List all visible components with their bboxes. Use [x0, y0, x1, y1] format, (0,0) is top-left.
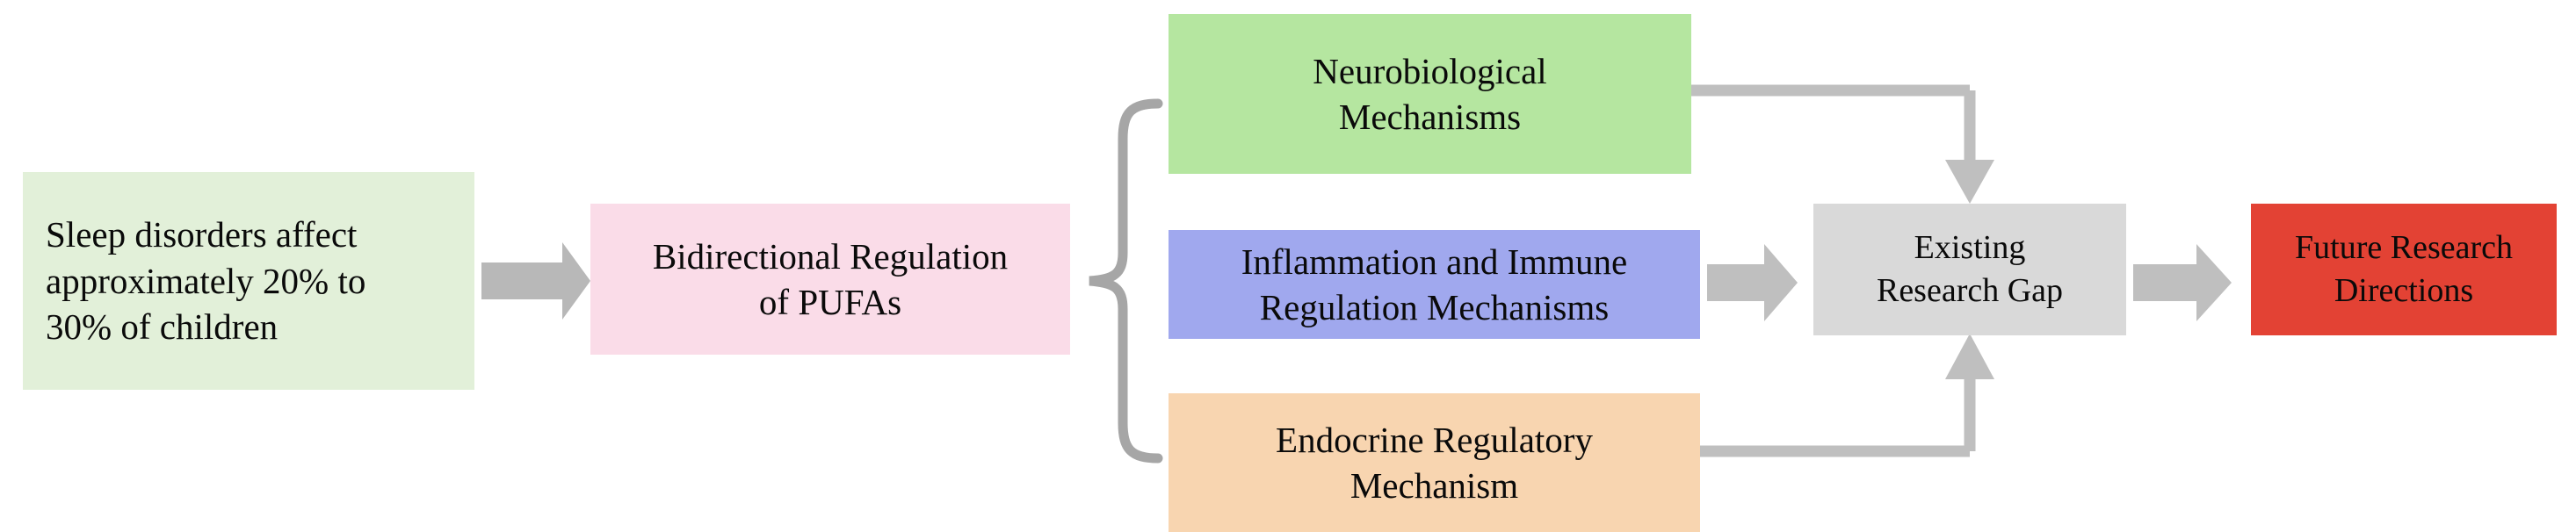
node-line: Directions: [2334, 272, 2474, 309]
node-line: Bidirectional Regulation: [652, 235, 1009, 277]
node-future-research-directions[interactable]: Future Research Directions: [2251, 204, 2557, 335]
node-line: approximately 20% to: [46, 260, 366, 301]
node-line: of PUFAs: [758, 282, 902, 322]
node-endocrine-regulatory-mechanism-label: Endocrine Regulatory Mechanism: [1169, 417, 1700, 509]
node-neurobiological-mechanisms-label: Neurobiological Mechanisms: [1169, 48, 1691, 140]
node-sleep-disorders[interactable]: Sleep disorders affect approximately 20%…: [23, 172, 474, 390]
node-line: Future Research: [2295, 229, 2513, 267]
node-endocrine-regulatory-mechanism[interactable]: Endocrine Regulatory Mechanism: [1169, 393, 1700, 532]
node-existing-research-gap-label: Existing Research Gap: [1813, 226, 2126, 312]
node-sleep-disorders-label: Sleep disorders affect approximately 20%…: [23, 212, 474, 349]
arrow-gap-to-future: [2133, 244, 2232, 321]
node-line: Sleep disorders affect: [46, 214, 358, 255]
node-inflammation-immune-regulation-label: Inflammation and Immune Regulation Mecha…: [1169, 239, 1700, 331]
node-line: 30% of children: [46, 306, 279, 348]
node-line: Mechanism: [1350, 465, 1519, 506]
node-line: Mechanisms: [1338, 97, 1522, 137]
node-bidirectional-regulation-label: Bidirectional Regulation of PUFAs: [590, 234, 1070, 326]
brace-pufas-to-mechanisms: [1089, 98, 1163, 464]
node-line: Neurobiological: [1313, 50, 1547, 91]
node-line: Existing: [1914, 229, 2026, 267]
elbow-neuro-to-gap: [1689, 84, 1994, 204]
arrow-inflammation-to-gap: [1707, 244, 1798, 321]
node-inflammation-immune-regulation[interactable]: Inflammation and Immune Regulation Mecha…: [1169, 230, 1700, 339]
node-line: Regulation Mechanisms: [1259, 287, 1610, 327]
elbow-endocrine-to-gap: [1697, 334, 1994, 457]
node-line: Inflammation and Immune: [1241, 241, 1628, 282]
node-neurobiological-mechanisms[interactable]: Neurobiological Mechanisms: [1169, 14, 1691, 174]
node-line: Research Gap: [1876, 272, 2064, 309]
node-existing-research-gap[interactable]: Existing Research Gap: [1813, 204, 2126, 335]
node-line: Endocrine Regulatory: [1276, 419, 1593, 460]
arrow-sleep-to-pufas: [481, 242, 590, 320]
node-future-research-directions-label: Future Research Directions: [2251, 226, 2557, 312]
node-bidirectional-regulation[interactable]: Bidirectional Regulation of PUFAs: [590, 204, 1070, 355]
